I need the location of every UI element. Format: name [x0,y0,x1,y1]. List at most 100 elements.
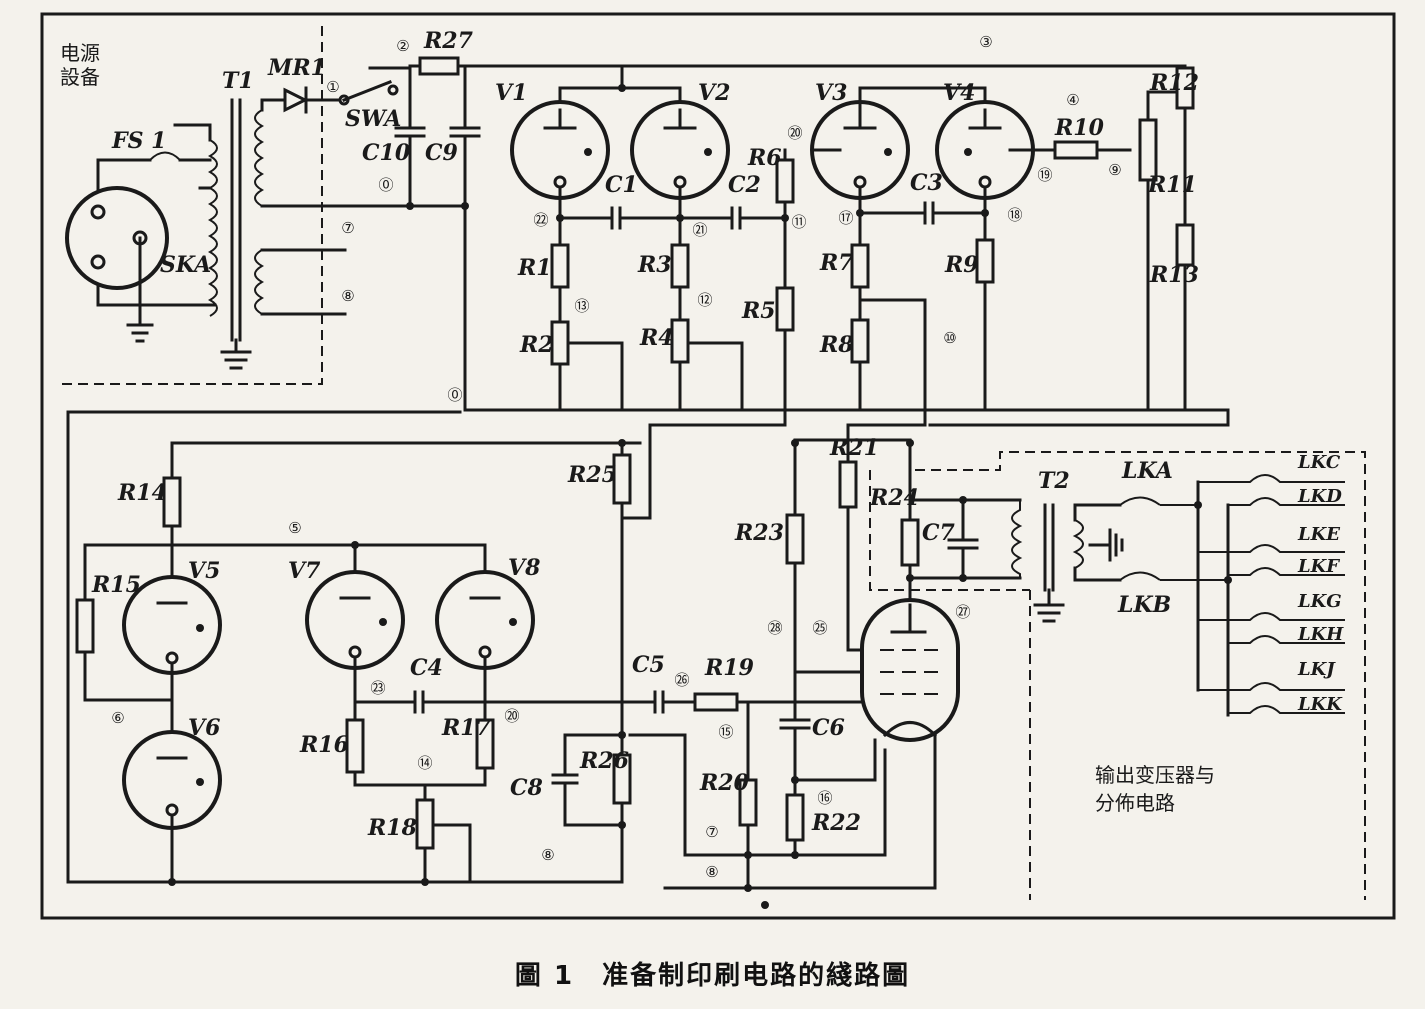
svg-text:R6: R6 [747,145,782,171]
node-8a: ⑧ [341,287,354,305]
svg-text:C6: C6 [812,715,845,741]
resistor-r8 [850,318,870,364]
svg-text:R17: R17 [441,715,492,741]
svg-text:⑫: ⑫ [697,291,712,309]
node-7a: ⑦ [341,219,354,237]
svg-text:LKC: LKC [1297,452,1341,473]
capacitor-c9 [449,64,481,412]
svg-text:②: ② [396,37,409,55]
resistor-r9 [975,238,995,284]
svg-text:R27: R27 [423,28,474,54]
svg-text:⑬: ⑬ [574,297,589,315]
oscillator-stage: R14 ⑤ R15 V5 ⑥ V6 V7 V8 C4 ㉓ [66,410,687,886]
potentiometer-r4 [670,318,690,364]
svg-text:R3: R3 [637,252,672,278]
svg-text:LKF: LKF [1297,556,1340,577]
power-supply-label-1: 电源設备 [60,41,100,89]
svg-text:R12: R12 [1149,70,1199,96]
svg-text:R11: R11 [1147,172,1197,198]
svg-text:R23: R23 [734,520,784,546]
t2-core [1043,503,1055,592]
amplifier-stage-1: V1 V2 ㉒ C1 R1 ⑬ R2 ㉑ C2 R3 ⑫ R4 ⑳ [463,64,1230,520]
svg-text:R10: R10 [1054,115,1105,141]
ground-1 [126,236,154,343]
jack-lkb [1119,571,1228,581]
resistor-r19 [693,692,739,712]
t1-core [230,98,242,342]
svg-text:V6: V6 [188,715,220,741]
resistor-r22 [785,793,805,842]
svg-text:V7: V7 [288,558,321,584]
svg-text:㉑: ㉑ [692,221,707,239]
swa-label: SWA [345,106,401,132]
resistor-r15 [75,598,95,654]
svg-text:③: ③ [979,33,992,51]
resistor-r27 [418,56,460,76]
svg-text:R19: R19 [704,655,754,681]
svg-text:C1: C1 [605,172,638,198]
output-stage: C5 ㉖ R19 ⑮ R20 ⑦ R23 ㉘ ㉕ C6 ⑯ R22 ⑧ [632,435,1366,909]
jack-lka [1119,496,1198,506]
svg-text:R4: R4 [639,325,674,351]
svg-text:C3: C3 [910,170,943,196]
svg-text:㉖: ㉖ [674,671,689,689]
potentiometer-r18 [415,798,435,850]
resistor-r3 [670,243,690,289]
output-boundary [915,451,1366,900]
svg-text:R26: R26 [579,748,629,774]
output-pentode [860,598,960,742]
svg-text:⑳: ⑳ [787,124,802,142]
svg-text:LKB: LKB [1117,592,1171,618]
svg-text:C10: C10 [362,140,411,166]
svg-text:⑤: ⑤ [288,519,301,537]
svg-text:LKH: LKH [1297,624,1344,645]
fs1-label: FS 1 [111,128,166,154]
rectifier-mr1 [283,87,309,113]
t2-primary [1011,500,1023,578]
t1-secondary-1 [254,109,265,207]
svg-text:V1: V1 [495,80,527,106]
svg-text:㉘: ㉘ [767,619,782,637]
svg-text:㉒: ㉒ [533,211,548,229]
svg-text:⑳: ⑳ [504,707,519,725]
svg-text:R13: R13 [1149,262,1199,288]
svg-text:㉕: ㉕ [812,619,827,637]
svg-text:LKJ: LKJ [1297,659,1336,680]
ska-socket [65,186,169,290]
svg-text:LKE: LKE [1297,524,1340,545]
ground-t1 [220,338,252,370]
resistor-r24 [900,518,920,567]
resistor-r21 [838,460,858,509]
svg-text:LKK: LKK [1297,694,1343,715]
resistor-r16 [345,718,365,774]
outer-frame [40,12,1396,920]
ground-t2 [1033,588,1065,623]
svg-text:R22: R22 [811,810,861,836]
svg-text:R2: R2 [519,332,554,358]
svg-text:V4: V4 [943,80,975,106]
t1-label: T1 [222,68,254,94]
svg-text:⑯: ⑯ [817,789,832,807]
svg-text:⓪: ⓪ [378,176,393,194]
t1-secondary-2 [254,249,265,315]
figure-caption: 圖 1 准备制印刷电路的綫路圖 [514,961,911,991]
svg-text:⑧: ⑧ [705,863,718,881]
svg-text:C2: C2 [728,172,761,198]
resistor-r7 [850,243,870,289]
svg-text:V5: V5 [188,558,220,584]
svg-text:⑨: ⑨ [1108,161,1121,179]
svg-text:㉓: ㉓ [370,679,385,697]
svg-text:C4: C4 [410,655,443,681]
svg-text:④: ④ [1066,91,1079,109]
t2-secondary [1072,519,1084,569]
svg-text:R8: R8 [819,332,854,358]
svg-text:R15: R15 [91,572,141,598]
resistor-r13 [1175,223,1195,267]
svg-text:⓪: ⓪ [447,386,462,404]
svg-text:R14: R14 [117,480,167,506]
svg-text:C7: C7 [922,520,956,546]
switch-swa[interactable] [342,80,392,102]
svg-text:㉗: ㉗ [955,603,970,621]
svg-text:T2: T2 [1038,468,1070,494]
